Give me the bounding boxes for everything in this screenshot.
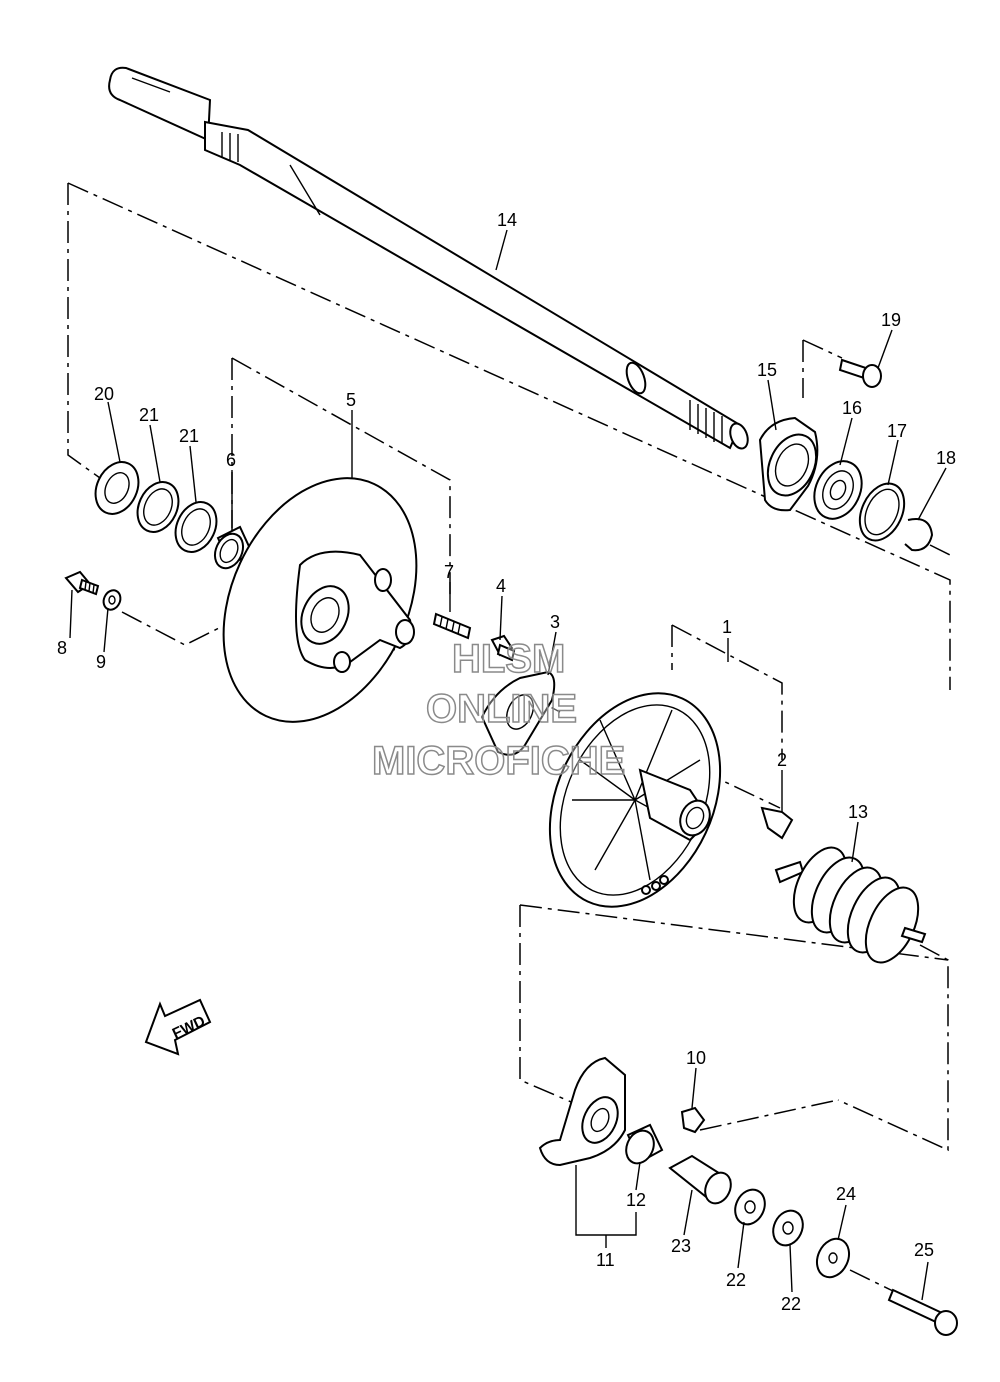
callout-17: 17 bbox=[887, 421, 907, 441]
callout-21b: 21 bbox=[179, 426, 199, 446]
bushing-part-12 bbox=[625, 1123, 664, 1165]
collar-part-10 bbox=[680, 1106, 706, 1134]
stud-part-7 bbox=[432, 612, 472, 640]
seal-part-20 bbox=[94, 461, 140, 515]
watermark-line-3: MICROFICHE bbox=[372, 739, 625, 783]
slider-part-2 bbox=[760, 806, 794, 840]
bolt-part-8 bbox=[64, 570, 100, 596]
callout-6: 6 bbox=[226, 450, 236, 470]
washer-part-21a bbox=[136, 481, 180, 533]
leader-lines bbox=[69, 229, 947, 1301]
circlip-part-18 bbox=[904, 518, 934, 552]
spacer-part-23 bbox=[668, 1154, 732, 1205]
callout-12: 12 bbox=[626, 1190, 646, 1210]
callout-18: 18 bbox=[936, 448, 956, 468]
callout-22b: 22 bbox=[781, 1294, 801, 1314]
callout-9: 9 bbox=[96, 652, 106, 672]
bearing-part-16 bbox=[813, 460, 863, 520]
housing-part-15 bbox=[758, 416, 819, 512]
sheave-part-5 bbox=[222, 477, 418, 723]
callout-3: 3 bbox=[550, 612, 560, 632]
washer-part-22a bbox=[734, 1188, 766, 1226]
spring-part-13 bbox=[774, 846, 927, 964]
callout-10: 10 bbox=[686, 1048, 706, 1068]
callout-11: 11 bbox=[596, 1250, 615, 1270]
washer-part-24 bbox=[815, 1237, 851, 1279]
callout-14: 14 bbox=[497, 210, 517, 230]
callout-19: 19 bbox=[881, 310, 901, 330]
bolt-part-19 bbox=[838, 358, 882, 388]
watermark-line-2: ONLINE bbox=[426, 687, 577, 731]
callout-25: 25 bbox=[914, 1240, 934, 1260]
callout-24: 24 bbox=[836, 1184, 856, 1204]
callout-5: 5 bbox=[346, 390, 356, 410]
washer-part-22b bbox=[772, 1209, 804, 1247]
callout-22a: 22 bbox=[726, 1270, 746, 1290]
shaft-part-14 bbox=[108, 66, 749, 450]
callout-23: 23 bbox=[671, 1236, 691, 1256]
callout-15: 15 bbox=[757, 360, 777, 380]
callout-21a: 21 bbox=[139, 405, 159, 425]
gasket-part-3 bbox=[480, 670, 556, 756]
watermark-line-1: HLSM bbox=[452, 637, 565, 681]
washer-part-9 bbox=[102, 589, 122, 611]
fwd-arrow-icon: FWD bbox=[144, 998, 212, 1056]
callout-7: 7 bbox=[444, 562, 454, 582]
callout-labels: 1 2 3 4 5 6 7 8 9 10 11 12 13 14 15 16 1… bbox=[57, 210, 956, 1314]
callout-4: 4 bbox=[496, 576, 506, 596]
watermark: HLSM ONLINE MICROFICHE bbox=[371, 636, 626, 784]
circlip-part-17 bbox=[858, 482, 906, 542]
washer-part-21b bbox=[174, 501, 218, 553]
callout-20: 20 bbox=[94, 384, 114, 404]
bracket-part-11 bbox=[538, 1056, 626, 1167]
callout-16: 16 bbox=[842, 398, 862, 418]
callout-8: 8 bbox=[57, 638, 67, 658]
callout-1: 1 bbox=[722, 617, 732, 637]
sheave-part-1 bbox=[548, 692, 722, 908]
bolt-part-25 bbox=[887, 1288, 958, 1336]
callout-2: 2 bbox=[777, 750, 787, 770]
callout-13: 13 bbox=[848, 802, 868, 822]
